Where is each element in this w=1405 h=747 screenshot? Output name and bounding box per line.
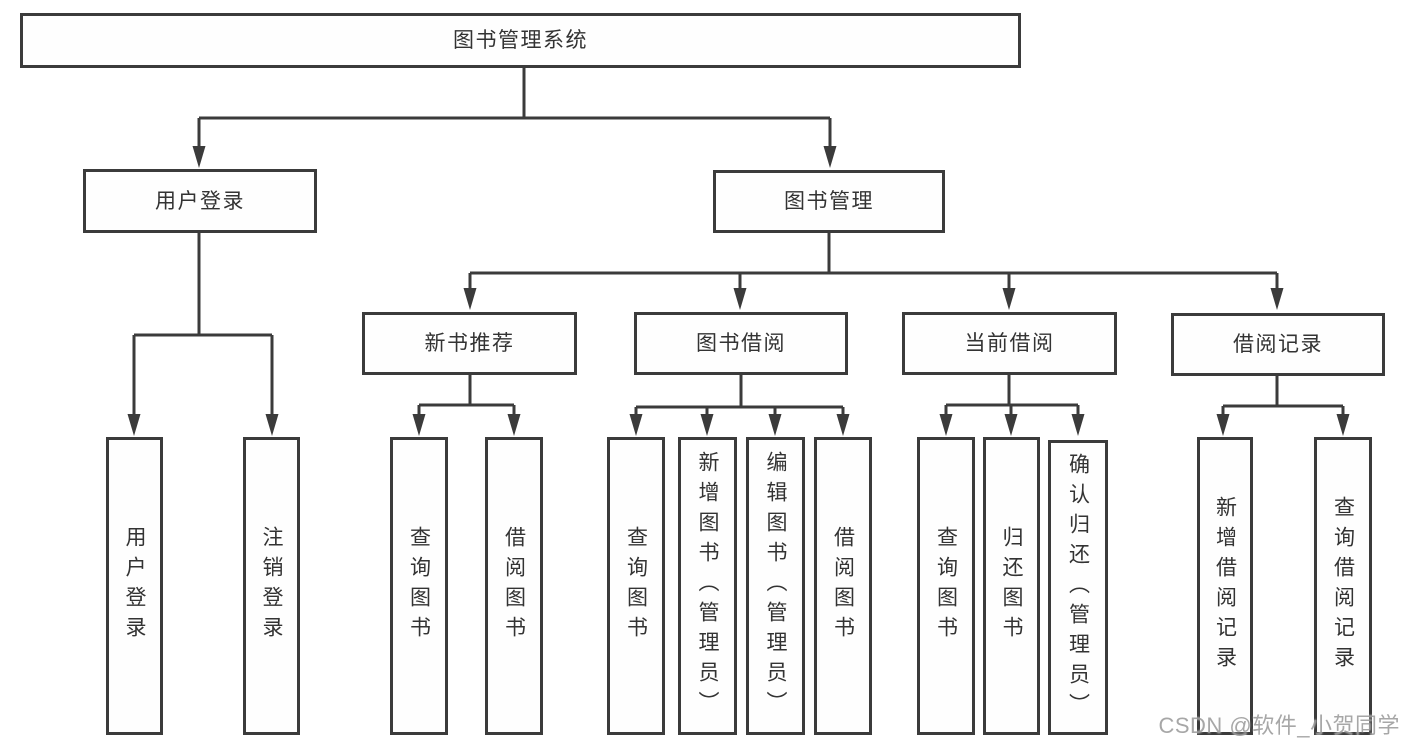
leaf-query-books-borrowing: 查询图书 <box>607 437 665 735</box>
node-book-management-branch: 图书管理 <box>713 170 945 233</box>
leaf-user-login: 用户登录 <box>106 437 163 735</box>
node-book-borrowing: 图书借阅 <box>634 312 848 375</box>
leaf-add-books-admin: 新增图书（管理员） <box>678 437 737 735</box>
csdn-watermark: CSDN @软件_小贺同学 <box>1158 713 1400 738</box>
leaf-borrow-books-recommend: 借阅图书 <box>485 437 543 735</box>
leaf-return-books: 归还图书 <box>983 437 1040 735</box>
leaf-query-books-current: 查询图书 <box>917 437 975 735</box>
node-borrowing-records: 借阅记录 <box>1171 313 1385 376</box>
leaf-logout: 注销登录 <box>243 437 300 735</box>
leaf-confirm-return-admin: 确认归还（管理员） <box>1048 440 1108 735</box>
leaf-borrow-books: 借阅图书 <box>814 437 872 735</box>
leaf-add-borrow-record: 新增借阅记录 <box>1197 437 1253 735</box>
node-current-borrowing: 当前借阅 <box>902 312 1117 375</box>
node-new-book-recommend: 新书推荐 <box>362 312 577 375</box>
node-user-login-branch: 用户登录 <box>83 169 317 233</box>
leaf-query-books-recommend: 查询图书 <box>390 437 448 735</box>
leaf-query-borrow-record: 查询借阅记录 <box>1314 437 1372 735</box>
node-root-system: 图书管理系统 <box>20 13 1021 68</box>
leaf-edit-books-admin: 编辑图书（管理员） <box>746 437 805 735</box>
